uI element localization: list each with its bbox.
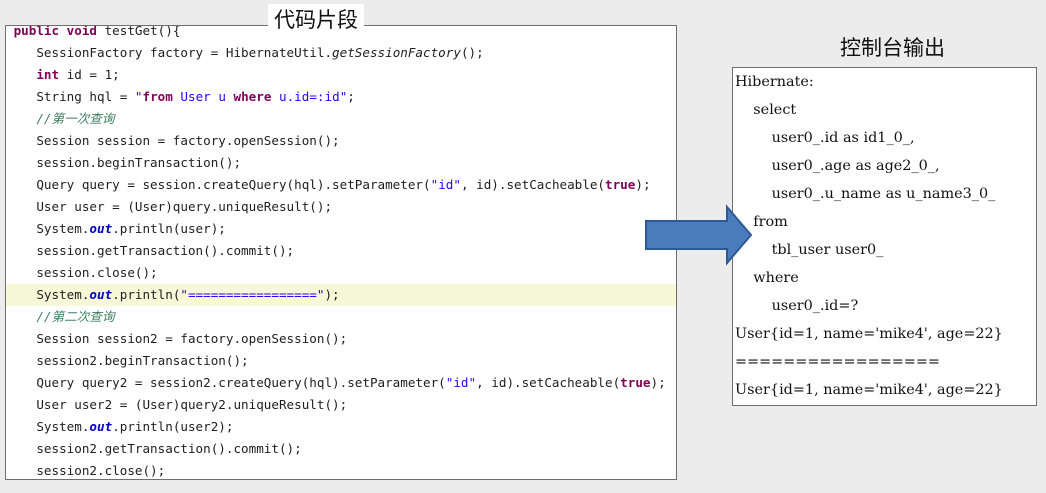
code-token: .println(user); [112, 221, 226, 236]
console-line: Hibernate: [735, 74, 814, 90]
code-line: int id = 1; [6, 64, 676, 86]
code-token: ; [347, 89, 355, 104]
code-token: .println( [112, 287, 181, 302]
code-token-comment: //第一次查询 [36, 111, 115, 126]
code-line: Query query2 = session2.createQuery(hql)… [6, 372, 676, 394]
code-token-string: "id" [445, 375, 477, 390]
code-token: .println(user2); [112, 419, 234, 434]
code-token: ); [650, 375, 666, 390]
console-line: user0_.id as id1_0_, [735, 130, 915, 146]
code-snippet-title: 代码片段 [268, 4, 364, 36]
code-token: Query query2 = session2.createQuery(hql)… [6, 375, 446, 390]
code-token-keyword: from [142, 89, 173, 104]
code-line-signature: public void testGet(){ [6, 25, 676, 42]
code-line: SessionFactory factory = HibernateUtil.g… [6, 42, 676, 64]
code-token-static-field: out [89, 287, 113, 302]
code-token: String hql = [6, 89, 135, 104]
code-panel: public void testGet(){ SessionFactory fa… [5, 25, 677, 480]
code-token: testGet(){ [97, 25, 181, 38]
code-token-string: " [134, 89, 143, 104]
console-line: user0_.u_name as u_name3_0_ [735, 186, 996, 202]
code-line: System.out.println(user2); [6, 416, 676, 438]
code-line: Session session2 = factory.openSession()… [6, 331, 348, 346]
code-token-keyword: int [36, 67, 60, 82]
code-line: session.beginTransaction(); [6, 155, 242, 170]
code-token: System. [6, 287, 90, 302]
code-line: Query query = session.createQuery(hql).s… [6, 174, 676, 196]
console-line: user0_.age as age2_0_, [735, 158, 940, 174]
console-line: where [735, 270, 799, 286]
code-line: session2.beginTransaction(); [6, 353, 249, 368]
code-token-static-field: out [89, 221, 113, 236]
console-output-title: 控制台输出 [840, 36, 945, 60]
code-token: , id).setCacheable( [460, 177, 606, 192]
code-line: session.close(); [6, 265, 158, 280]
code-line: Session session = factory.openSession(); [6, 133, 340, 148]
code-token-keyword: true [620, 375, 651, 390]
console-line: select [735, 102, 797, 118]
code-token: , id).setCacheable( [476, 375, 621, 390]
code-token-keyword: where [233, 89, 272, 104]
code-token-static-method: getSessionFactory [332, 45, 461, 60]
code-token: id = 1; [59, 67, 120, 82]
console-panel: Hibernate: select user0_.id as id1_0_, u… [732, 67, 1037, 406]
code-token-keyword: public void [13, 25, 97, 38]
code-token-comment: //第二次查询 [36, 309, 115, 324]
code-line-comment: //第一次查询 [6, 108, 676, 130]
console-line: User{id=1, name='mike4', age=22} [735, 326, 1003, 342]
code-token-string: "=================" [180, 287, 325, 302]
console-line: from [735, 214, 788, 230]
console-line: tbl_user user0_ [735, 242, 884, 258]
code-line: User user2 = (User)query2.uniqueResult()… [6, 397, 348, 412]
code-token: (); [460, 45, 484, 60]
code-line: session2.getTransaction().commit(); [6, 441, 302, 456]
code-token-string: u.id=:id [271, 89, 340, 104]
code-line: User user = (User)query.uniqueResult(); [6, 199, 333, 214]
code-line: session.getTransaction().commit(); [6, 243, 295, 258]
code-line-comment: //第二次查询 [6, 306, 676, 328]
code-token-string: User u [172, 89, 234, 104]
code-line: session2.close(); [6, 463, 166, 478]
code-token: SessionFactory factory = HibernateUtil. [6, 45, 333, 60]
code-token: Query query = session.createQuery(hql).s… [6, 177, 431, 192]
code-token: ); [324, 287, 340, 302]
right-arrow-icon [645, 204, 753, 266]
code-token: System. [6, 419, 90, 434]
code-token-static-field: out [89, 419, 113, 434]
code-token: System. [6, 221, 90, 236]
code-token-string: "id" [430, 177, 461, 192]
code-token: ); [635, 177, 651, 192]
console-line: user0_.id=? [735, 298, 859, 314]
code-token-keyword: true [605, 177, 636, 192]
console-line: User{id=1, name='mike4', age=22} [735, 382, 1003, 398]
console-line: ================= [735, 354, 940, 370]
code-line: String hql = "from User u where u.id=:id… [6, 86, 676, 108]
code-line: System.out.println(user); [6, 218, 676, 240]
code-line-highlighted: System.out.println("================="); [6, 284, 676, 306]
code-token-string: " [339, 89, 348, 104]
